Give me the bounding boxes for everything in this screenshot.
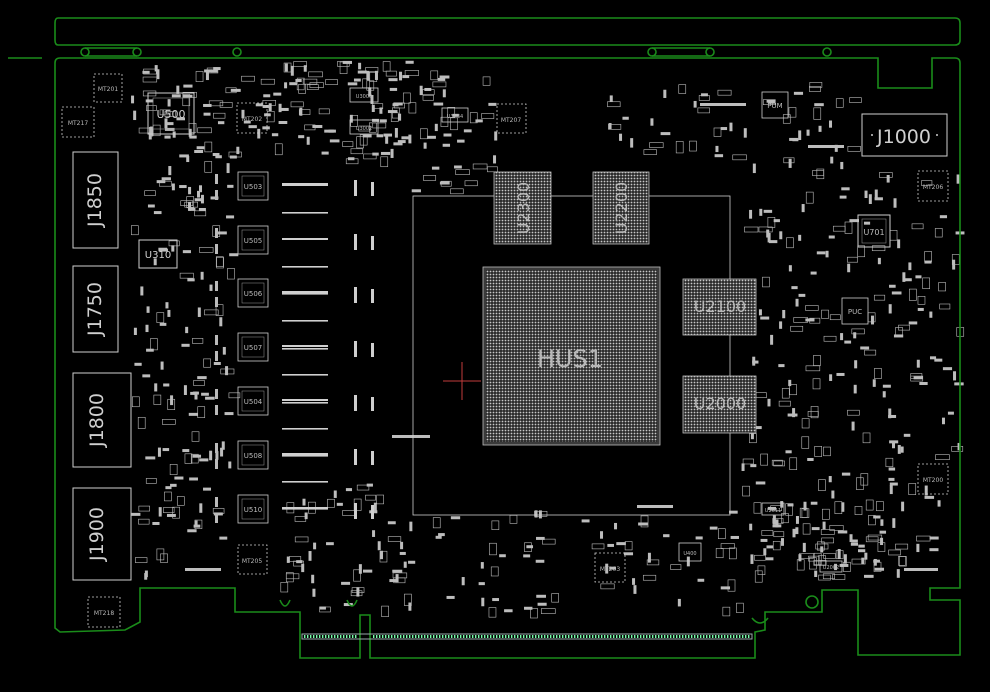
vrm-u508[interactable]: U508 bbox=[215, 440, 374, 470]
component-pads bbox=[131, 60, 965, 619]
mount-mt218[interactable]: MT218 bbox=[87, 596, 121, 628]
chip-u500[interactable]: U500 bbox=[147, 92, 195, 135]
chip-u310-label: U310 bbox=[145, 250, 171, 261]
vrm-label: U508 bbox=[244, 452, 262, 460]
mount-mt207[interactable]: MT207 bbox=[496, 103, 527, 134]
vrm-label: U507 bbox=[244, 344, 262, 352]
vrm-label: U503 bbox=[244, 183, 262, 191]
connector-j1750-label: J1750 bbox=[84, 282, 106, 337]
chip-u2611[interactable]: U2611 bbox=[761, 502, 785, 516]
mount-mt202[interactable]: MT202 bbox=[236, 102, 268, 134]
vrm-u507[interactable]: U507 bbox=[215, 332, 374, 362]
connector-j1850[interactable]: J1850 bbox=[72, 151, 119, 249]
chip-u701[interactable]: U701 bbox=[857, 214, 891, 248]
mount-mt203-label: MT203 bbox=[600, 566, 620, 573]
chip-pum-label: PUM bbox=[767, 102, 782, 110]
vrm-u506[interactable]: U506 bbox=[215, 278, 374, 308]
mount-mt203[interactable]: MT203 bbox=[594, 552, 626, 583]
chip-u2002-label: U2002 bbox=[823, 565, 839, 571]
chip-puc-label: PUC bbox=[848, 308, 862, 316]
mount-mt217-label: MT217 bbox=[68, 120, 88, 127]
vram-u2300-label: U2300 bbox=[514, 182, 533, 234]
vram-u2000[interactable]: U2000 bbox=[682, 375, 757, 434]
mount-mt201-label: MT201 bbox=[98, 86, 118, 93]
vrm-u504[interactable]: U504 bbox=[215, 386, 374, 416]
vram-u2300[interactable]: U2300 bbox=[493, 171, 552, 245]
vram-u2200[interactable]: U2200 bbox=[592, 171, 650, 245]
pcie-fingers bbox=[304, 635, 750, 638]
mount-mt217[interactable]: MT217 bbox=[61, 106, 95, 138]
chip-u2611-label: U2611 bbox=[765, 508, 781, 514]
pcie-edge-connector bbox=[301, 633, 753, 640]
connector-j1900-label: J1900 bbox=[86, 507, 108, 562]
chip-u400-label: U400 bbox=[683, 551, 696, 557]
chip-u3000[interactable]: U3000 bbox=[349, 87, 379, 103]
board-outline bbox=[8, 17, 961, 659]
mount-mt207-label: MT207 bbox=[501, 117, 521, 124]
chip-u3000-label: U3000 bbox=[356, 94, 372, 100]
mount-mt200[interactable]: MT200 bbox=[917, 463, 949, 495]
vrm-label: U510 bbox=[244, 506, 262, 514]
vrm-label: U505 bbox=[244, 237, 262, 245]
chip-puc[interactable]: PUC bbox=[841, 297, 869, 325]
chip-u3234[interactable]: U3234 bbox=[441, 107, 469, 123]
vram-u2100-label: U2100 bbox=[694, 297, 746, 316]
chip-u3002-label: U3002 bbox=[356, 126, 372, 132]
gpu-label: HUS1 bbox=[537, 345, 603, 373]
mount-mt206[interactable]: MT206 bbox=[917, 170, 949, 202]
chip-u3234-label: U3234 bbox=[447, 114, 463, 120]
connector-j1900[interactable]: J1900 bbox=[72, 487, 132, 581]
vrm-u503[interactable]: U503 bbox=[215, 171, 374, 201]
chip-u310[interactable]: U310 bbox=[138, 239, 178, 269]
mount-mt200-label: MT200 bbox=[923, 477, 943, 484]
connector-j1800-label: J1800 bbox=[86, 393, 108, 448]
vrm-label: U506 bbox=[244, 290, 263, 298]
chip-u701-label: U701 bbox=[863, 228, 884, 237]
chip-u2002[interactable]: U2002 bbox=[819, 560, 843, 573]
connector-j1000[interactable]: J1000 bbox=[861, 113, 948, 157]
chip-u400[interactable]: U400 bbox=[678, 542, 702, 562]
connector-j1800[interactable]: J1800 bbox=[72, 372, 132, 468]
vrm-u505[interactable]: U505 bbox=[215, 225, 374, 255]
gpu-center-crosshair bbox=[443, 362, 481, 400]
mount-mt202-label: MT202 bbox=[242, 116, 262, 123]
mount-mt205[interactable]: MT205 bbox=[237, 544, 268, 575]
mount-mt201[interactable]: MT201 bbox=[93, 73, 123, 103]
chip-pum[interactable]: PUM bbox=[761, 91, 789, 119]
vrm-label: U504 bbox=[244, 398, 263, 406]
gpu-package[interactable]: HUS1 bbox=[412, 195, 731, 516]
connector-j1850-label: J1850 bbox=[84, 173, 106, 228]
mount-mt206-label: MT206 bbox=[923, 184, 943, 191]
chip-u500-label: U500 bbox=[156, 108, 185, 121]
vram-u2100[interactable]: U2100 bbox=[682, 278, 757, 336]
vrm-u510[interactable]: U510 bbox=[215, 494, 374, 524]
vram-u2000-label: U2000 bbox=[694, 394, 746, 413]
connector-j1000-label: J1000 bbox=[876, 126, 931, 148]
mount-mt218-label: MT218 bbox=[94, 610, 114, 617]
mount-mt205-label: MT205 bbox=[242, 558, 262, 565]
vram-u2200-label: U2200 bbox=[612, 182, 631, 234]
connector-j1750[interactable]: J1750 bbox=[72, 265, 119, 353]
chip-u3002[interactable]: U3002 bbox=[349, 119, 379, 135]
